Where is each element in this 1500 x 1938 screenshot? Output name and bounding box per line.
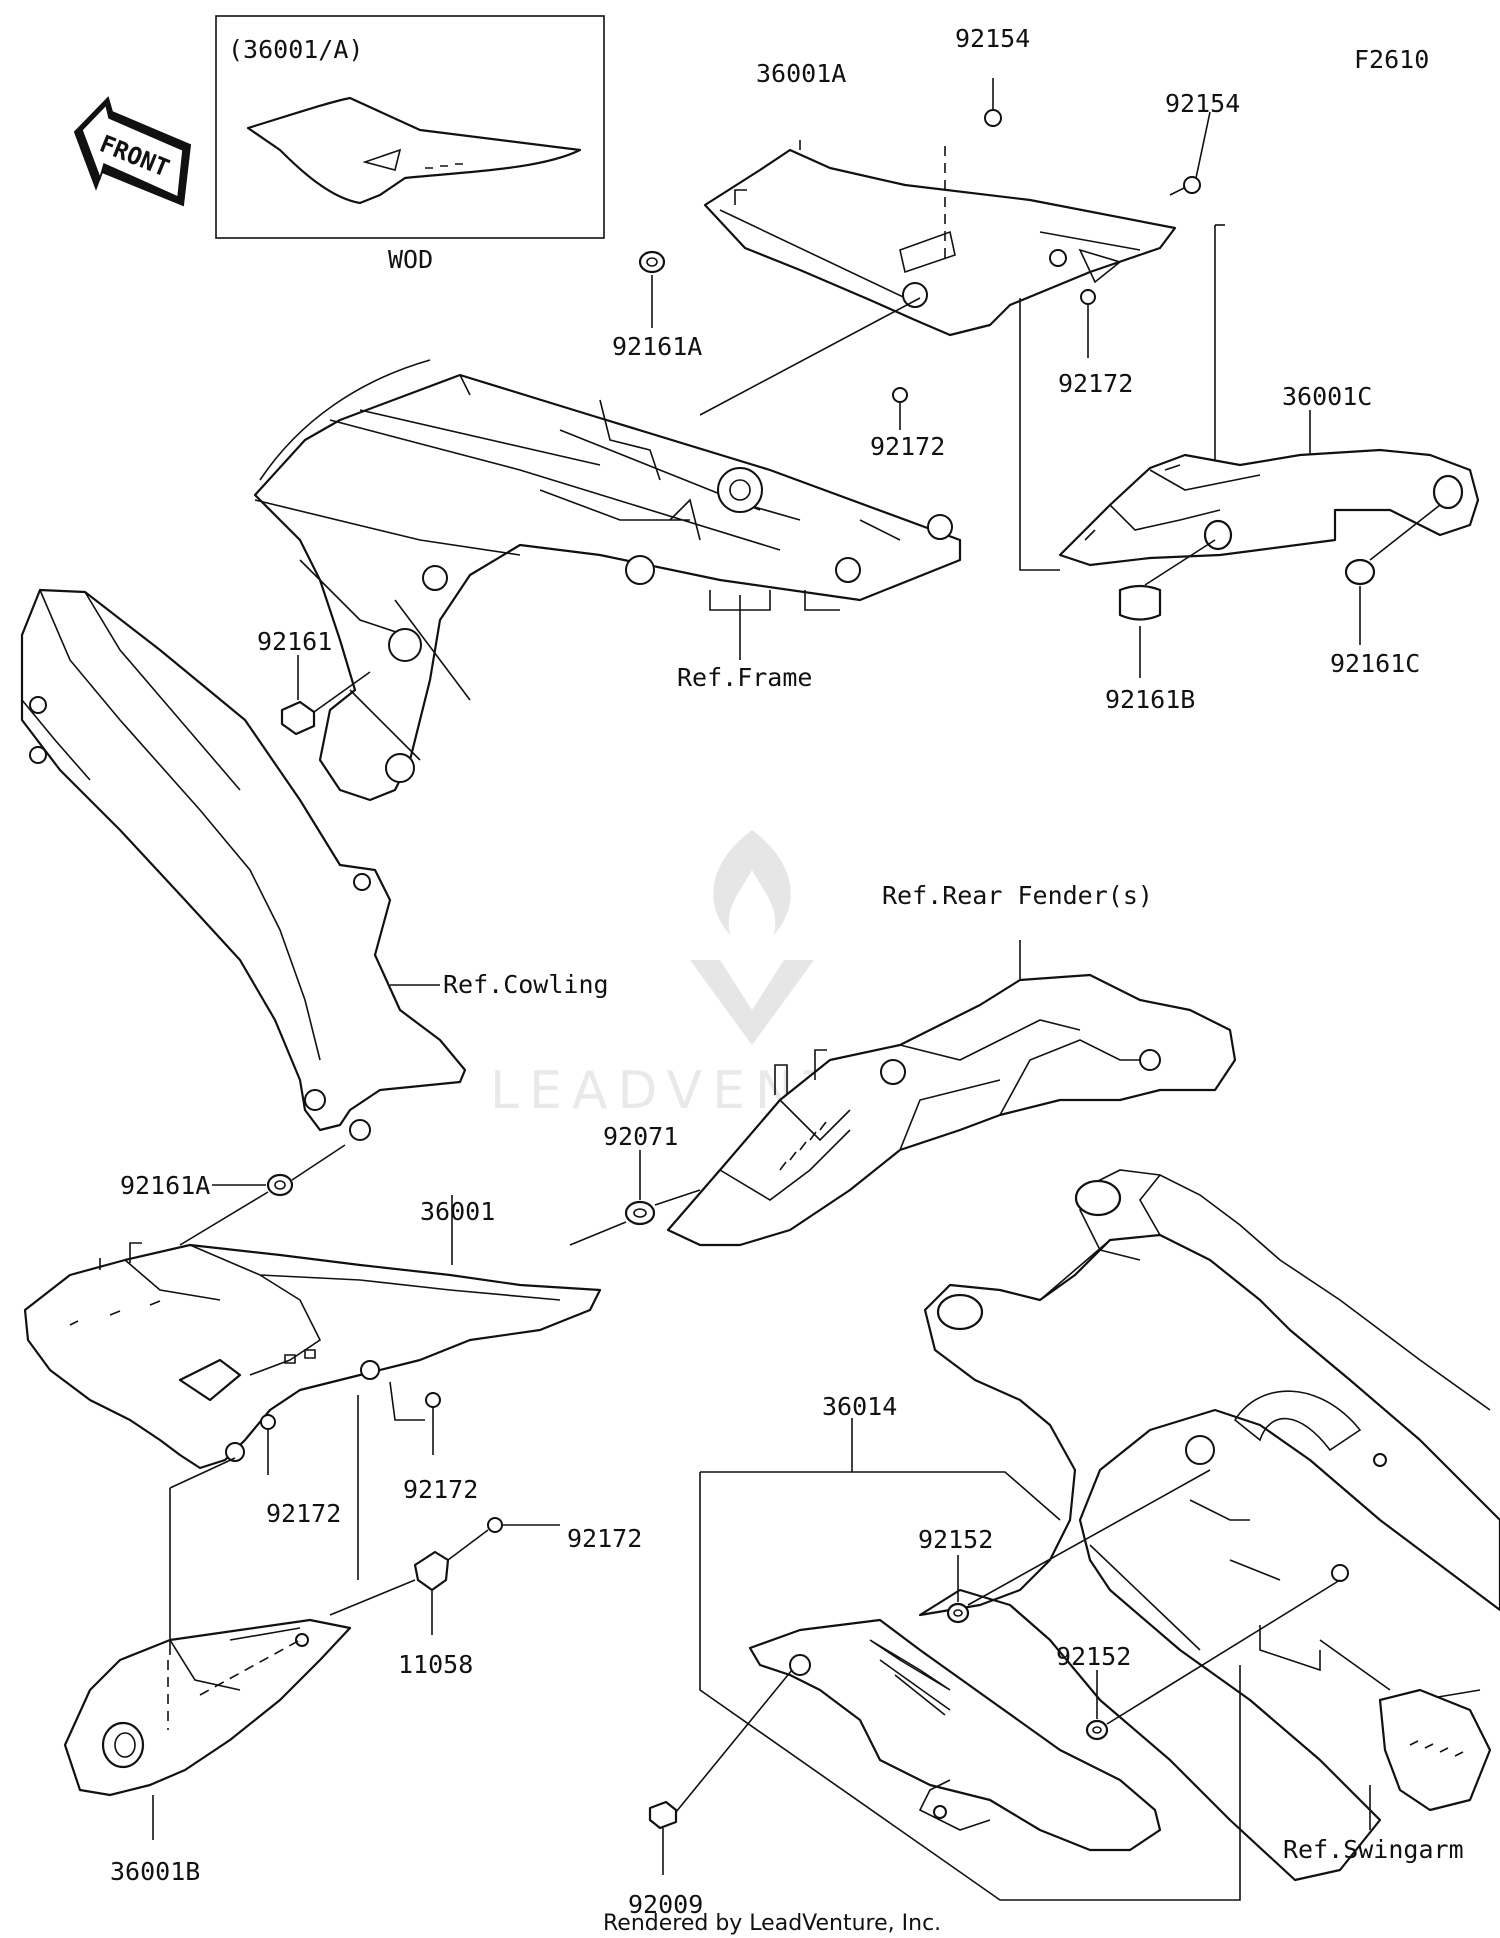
label-ref-frame: Ref.Frame <box>677 663 812 692</box>
part-36014 <box>699 1418 1241 1901</box>
inset-side-cover <box>246 96 582 205</box>
label-36001A: 36001A <box>756 59 846 88</box>
label-ref-cowling: Ref.Cowling <box>443 970 609 999</box>
collar-92152-b <box>1085 1579 1341 1741</box>
label-92172-b: 92172 <box>403 1475 478 1504</box>
part-36001C <box>1058 448 1480 567</box>
part-36001A <box>703 148 1177 337</box>
bracket-11058 <box>329 1529 489 1635</box>
label-92161A-top: 92161A <box>612 332 702 361</box>
grommet-92071 <box>569 1150 701 1246</box>
screw-92172-a <box>260 1414 276 1475</box>
label-36001: 36001 <box>420 1197 495 1226</box>
grommet-92161A-top <box>638 250 666 328</box>
swingarm <box>918 1169 1500 1882</box>
screw-92172-b <box>389 1381 441 1455</box>
label-92154-b: 92154 <box>1165 89 1240 118</box>
label-92161C: 92161C <box>1330 649 1420 678</box>
front-arrow: FRONT <box>73 96 192 207</box>
rear-fender <box>666 973 1237 1247</box>
label-92172-top1: 92172 <box>1058 369 1133 398</box>
label-92154-a: 92154 <box>955 24 1030 53</box>
grommet-92161C <box>1344 504 1441 645</box>
part-36001B <box>63 1618 352 1797</box>
label-36001B: 36001B <box>110 1857 200 1886</box>
label-92152-a: 92152 <box>918 1525 993 1554</box>
grommet-92161 <box>280 655 371 736</box>
label-92161B: 92161B <box>1105 685 1195 714</box>
label-11058: 11058 <box>398 1650 473 1679</box>
cowling <box>20 588 467 1141</box>
footer-credit: Rendered by LeadVenture, Inc. <box>603 1911 941 1936</box>
collar-92152-a <box>946 1469 1211 1624</box>
screw-92172-top2 <box>892 387 908 430</box>
label-92071: 92071 <box>603 1122 678 1151</box>
inset-title: (36001/A) <box>228 35 363 64</box>
bolt-92009 <box>648 1669 793 1875</box>
label-92161: 92161 <box>257 627 332 656</box>
label-92172-c: 92172 <box>567 1524 642 1553</box>
inset-caption: WOD <box>388 245 433 274</box>
screw-92154-a <box>984 78 1002 127</box>
rear-frame <box>253 359 962 802</box>
label-ref-rear-fender: Ref.Rear Fender(s) <box>882 881 1153 910</box>
label-36014: 36014 <box>822 1392 897 1421</box>
label-92161A-mid: 92161A <box>120 1171 210 1200</box>
label-92172-a: 92172 <box>266 1499 341 1528</box>
inset-box: (36001/A) WOD <box>215 15 605 274</box>
grommet-92161B <box>1118 539 1216 678</box>
screw-92172-top1 <box>1080 289 1096 358</box>
label-92152-b: 92152 <box>1056 1642 1131 1671</box>
label-92172-top2: 92172 <box>870 432 945 461</box>
figure-code: F2610 <box>1354 45 1429 74</box>
screw-92154-b <box>1183 111 1211 194</box>
label-ref-swingarm: Ref.Swingarm <box>1283 1835 1464 1864</box>
part-36001 <box>23 1242 602 1470</box>
label-92009: 92009 <box>628 1890 703 1919</box>
screw-92172-c <box>487 1517 560 1533</box>
label-36001C: 36001C <box>1282 382 1372 411</box>
grommet-92161A-mid <box>179 1144 346 1246</box>
